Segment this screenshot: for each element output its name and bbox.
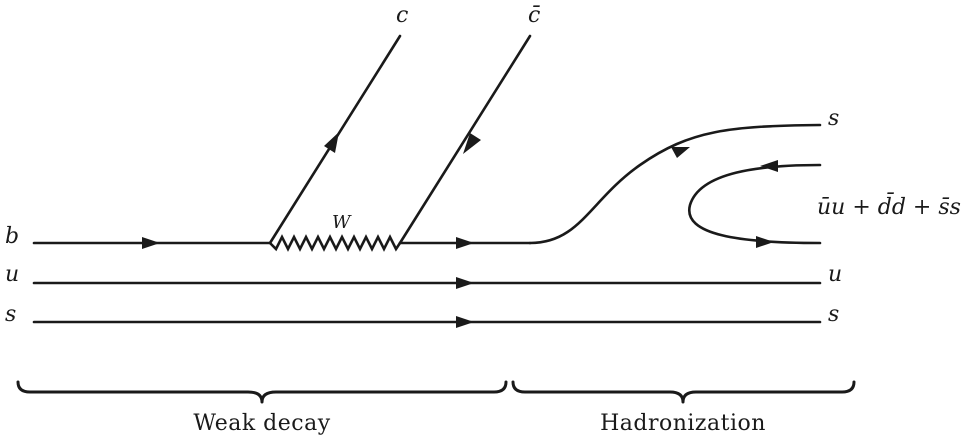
brace-hadronization [511,380,856,404]
s-quark-line-hadron [528,123,822,245]
label-u-in: u [5,262,19,287]
label-b-in: b [5,224,19,249]
cbar-quark-line [398,34,532,245]
s-quark-arrow-hadron [671,147,690,158]
label-u-out: u [828,262,842,287]
pair-creation-loop [687,163,822,245]
caption-weak-decay: Weak decay [193,411,330,436]
label-cbar-out: c̄ [528,3,540,28]
label-s-in: s [5,302,16,327]
pair-arrow-bottom [756,236,774,248]
pair-arrow-top [760,160,778,172]
label-w-boson: W [332,212,352,233]
w-boson-line [268,234,402,252]
caption-hadronization: Hadronization [600,411,766,436]
u-quark-arrow [456,277,474,289]
b-quark-arrow [142,237,160,249]
label-s-out-bottom: s [828,302,839,327]
s-quark-arrow-weak [456,237,474,249]
c-quark-arrow [324,132,339,153]
cbar-quark-arrow [463,133,481,154]
label-c-out: c [396,3,408,28]
label-pair: ūu + d̄d + s̄s [817,192,961,220]
s-spectator-arrow [456,316,474,328]
label-s-out-top: s [828,106,839,131]
brace-weak-decay [16,380,508,404]
